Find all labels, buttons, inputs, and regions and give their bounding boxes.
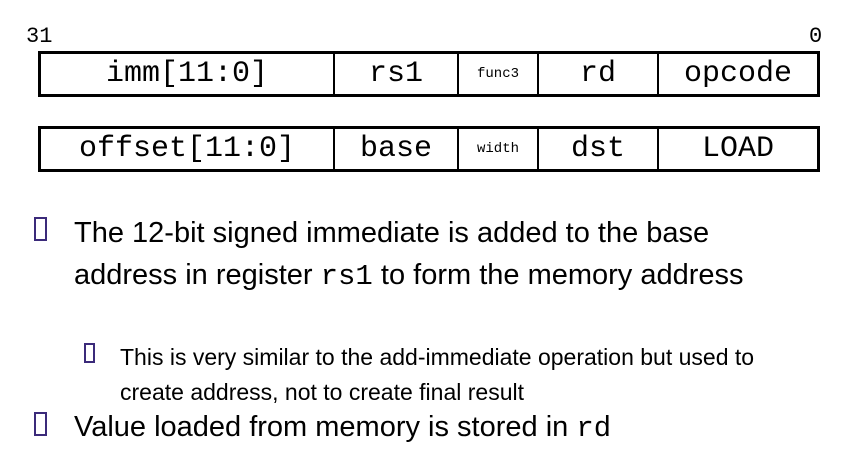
field-rs1: rs1 — [335, 54, 459, 94]
field-base: base — [335, 129, 459, 169]
field-width: width — [459, 129, 539, 169]
bullet-text-part2: to form the memory address — [372, 259, 744, 291]
sub-bullet-text: This is very similar to the add-immediat… — [120, 344, 755, 405]
bullet-value-loaded: Value loaded from memory is stored in rd — [34, 407, 814, 449]
field-dst: dst — [539, 129, 659, 169]
bullet-box-icon — [34, 412, 47, 436]
bullet-text: The 12-bit signed immediate is added to … — [74, 212, 794, 298]
instruction-format-row: imm[11:0] rs1 func3 rd opcode — [38, 51, 820, 97]
bullet-box-icon — [34, 217, 47, 241]
field-imm: imm[11:0] — [41, 54, 335, 94]
bit-0-label: 0 — [809, 24, 823, 49]
field-func3: func3 — [459, 54, 539, 94]
code-rd: rd — [576, 412, 612, 445]
load-format-row: offset[11:0] base width dst LOAD — [38, 126, 820, 172]
field-opcode: opcode — [683, 57, 793, 91]
bullet-box-icon — [84, 343, 95, 363]
field-rd: rd — [539, 54, 659, 94]
bullet-immediate-address: The 12-bit signed immediate is added to … — [34, 212, 794, 298]
bullet-text-part1: The 12-bit signed immediate is added to … — [74, 217, 710, 291]
field-load: LOAD — [701, 132, 774, 166]
bit-31-label: 31 — [26, 24, 53, 49]
bullet-text-part1: Value loaded from memory is stored in — [74, 411, 577, 443]
sub-bullet-add-immediate: This is very similar to the add-immediat… — [84, 340, 824, 410]
field-offset: offset[11:0] — [41, 129, 335, 169]
code-rs1: rs1 — [320, 260, 373, 293]
bullet-text: Value loaded from memory is stored in rd — [74, 407, 611, 449]
